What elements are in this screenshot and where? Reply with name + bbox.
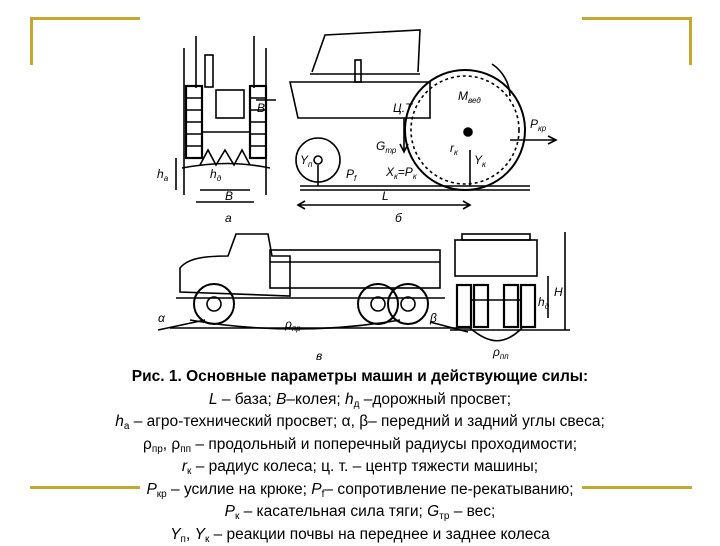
panel-v-rho-pp-label: ρпп <box>492 345 509 361</box>
panel-b-center-label: Ц.Т <box>393 101 414 115</box>
panel-v-rho-pr-label: ρпр <box>284 317 301 333</box>
caption-line-5: rк – радиус колеса; ц. т. – центр тяжест… <box>20 456 700 479</box>
panel-a-tractor-front <box>176 36 276 202</box>
panel-b-yp-label: Yп <box>300 153 313 169</box>
caption-line-3: hа – агро-технический просвет; α, β– пер… <box>20 411 700 434</box>
panel-b-tractor-side <box>290 30 556 209</box>
panel-v-beta-label: β <box>429 311 437 325</box>
caption-line-6: Pкр – усилие на крюке; Pf– сопротивление… <box>20 479 700 502</box>
corner-top-right-horizontal <box>582 17 692 20</box>
panel-b-pkr-label: Pкр <box>530 117 547 133</box>
panel-a-ha-label: ha <box>157 167 169 183</box>
caption-line-2: L – база; B–колея; hд –дорожный просвет; <box>20 389 700 412</box>
panel-b-gtr-label: Gтр <box>376 139 397 155</box>
caption-line-7: Pк – касательная сила тяги; Gтр – вес; <box>20 501 700 524</box>
corner-top-left-vertical <box>30 17 33 65</box>
caption-line-4: ρпр, ρпп – продольный и поперечный радиу… <box>20 434 700 457</box>
panel-b-xk-label: Xк=Pк <box>385 165 418 181</box>
panel-v-h-label: H <box>554 285 563 299</box>
panel-v-truck <box>158 232 570 341</box>
machine-parameters-figure: ha hд B B а Ц.Т Mвед Pкр Gтр rк Yп Yк Pf… <box>150 0 580 368</box>
panel-b-mved-label: Mвед <box>458 89 481 105</box>
panel-b-pf-label: Pf <box>346 167 357 183</box>
panel-a-letter: а <box>225 211 232 225</box>
panel-v-alpha-label: α <box>158 311 166 325</box>
panel-v-letter: в <box>316 349 322 363</box>
caption-line-8: Yп, Yк – реакции почвы на переднее и зад… <box>20 524 700 546</box>
corner-top-right-vertical <box>689 17 692 65</box>
figure-svg: ha hд B B а Ц.Т Mвед Pкр Gтр rк Yп Yк Pf… <box>150 0 580 368</box>
panel-b-rk-label: rк <box>450 141 459 157</box>
panel-a-hd-label: hд <box>210 167 222 183</box>
corner-top-left-horizontal <box>30 17 140 20</box>
panel-a-b-top-label: B <box>257 101 265 115</box>
caption-title: Рис. 1. Основные параметры машин и дейст… <box>20 366 700 389</box>
figure-caption: Рис. 1. Основные параметры машин и дейст… <box>20 366 700 546</box>
panel-b-letter: б <box>395 211 403 225</box>
panel-b-l-label: L <box>382 189 389 203</box>
panel-a-b-bottom-label: B <box>225 189 233 203</box>
panel-b-yk-label: Yк <box>474 153 487 169</box>
